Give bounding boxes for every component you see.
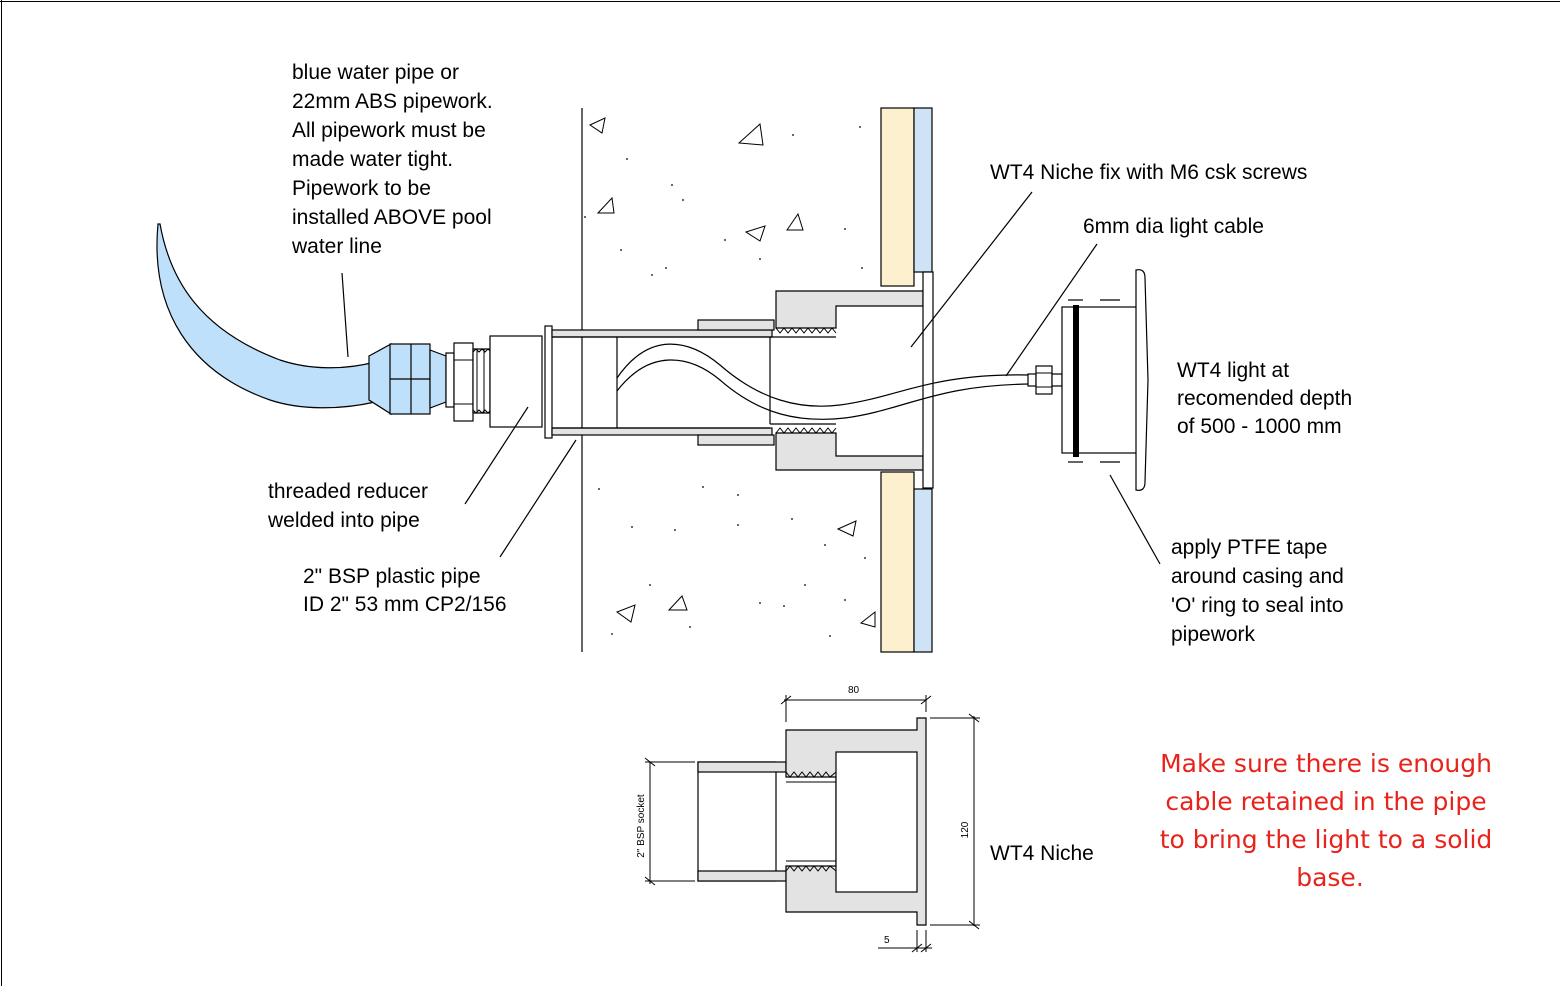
bsp-pipe-label: 2" BSP plastic pipe ID 2" 53 mm CP2/156 [303,565,507,616]
compression-fitting [368,342,492,422]
tile-layer-upper [913,107,933,273]
wt4-niche [769,271,934,489]
concrete-wall [581,107,933,653]
render-layer-upper [880,107,915,287]
threaded-reducer [489,335,543,428]
niche-detail-title: WT4 Niche [990,842,1094,865]
aggregate-marks [588,117,876,628]
light-depth-label: WT4 light at recomended depth of 500 - 1… [1177,359,1358,438]
dim-height-label: 120 [960,821,971,838]
light-cable [616,343,1031,420]
render-layer-lower [880,471,915,653]
niche-flange [922,271,934,489]
niche-detail [697,717,927,926]
reducer-label: threaded reducer welded into pipe [267,480,434,532]
light-cable-label: 6mm dia light cable [1083,215,1264,238]
dim-flange-label: 5 [884,935,890,946]
pipe-end-flange [544,325,553,439]
dim-width-label: 80 [848,685,860,696]
niche-fix-label: WT4 Niche fix with M6 csk screws [990,161,1307,184]
leader-lines [341,191,1161,565]
tile-layer-lower [913,488,933,653]
water-pipe-label: blue water pipe or 22mm ABS pipework. Al… [291,61,499,258]
dim-socket-label: 2" BSP socket [636,794,647,858]
aggregate-dots [584,126,866,637]
wt4-light [1027,269,1149,491]
warning-note: Make sure there is enough cable retained… [1160,749,1500,892]
ptfe-label: apply PTFE tape around casing and 'O' ri… [1171,536,1350,646]
dimension-lines [644,695,980,953]
light-face [1135,269,1149,491]
bsp-plastic-pipe [544,319,775,446]
